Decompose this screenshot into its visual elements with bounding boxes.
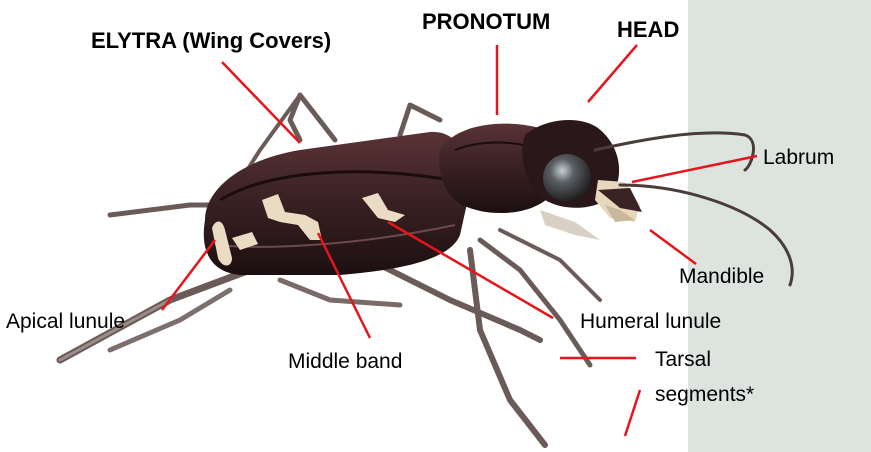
leader-apical <box>162 240 215 310</box>
elytra-shape <box>204 132 470 275</box>
leader-labrum <box>632 156 757 182</box>
label-apical-lunule: Apical lunule <box>6 311 125 332</box>
antenna-upper <box>595 133 754 170</box>
label-labrum: Labrum <box>763 147 834 168</box>
label-humeral-lunule: Humeral lunule <box>580 311 721 332</box>
leader-head <box>588 45 637 102</box>
label-elytra: ELYTRA (Wing Covers) <box>91 30 331 52</box>
label-head: HEAD <box>617 19 679 41</box>
label-pronotum: PRONOTUM <box>422 11 550 33</box>
eye <box>543 154 591 202</box>
label-middle-band: Middle band <box>288 351 402 372</box>
label-tarsal: Tarsal <box>655 349 711 370</box>
label-tarsal-segments: segments* <box>655 384 754 405</box>
leader-tarsal-2 <box>625 390 640 436</box>
leader-mandible <box>650 230 696 264</box>
leader-elytra <box>222 62 300 143</box>
leader-humeral <box>388 222 553 318</box>
label-mandible: Mandible <box>679 266 764 287</box>
